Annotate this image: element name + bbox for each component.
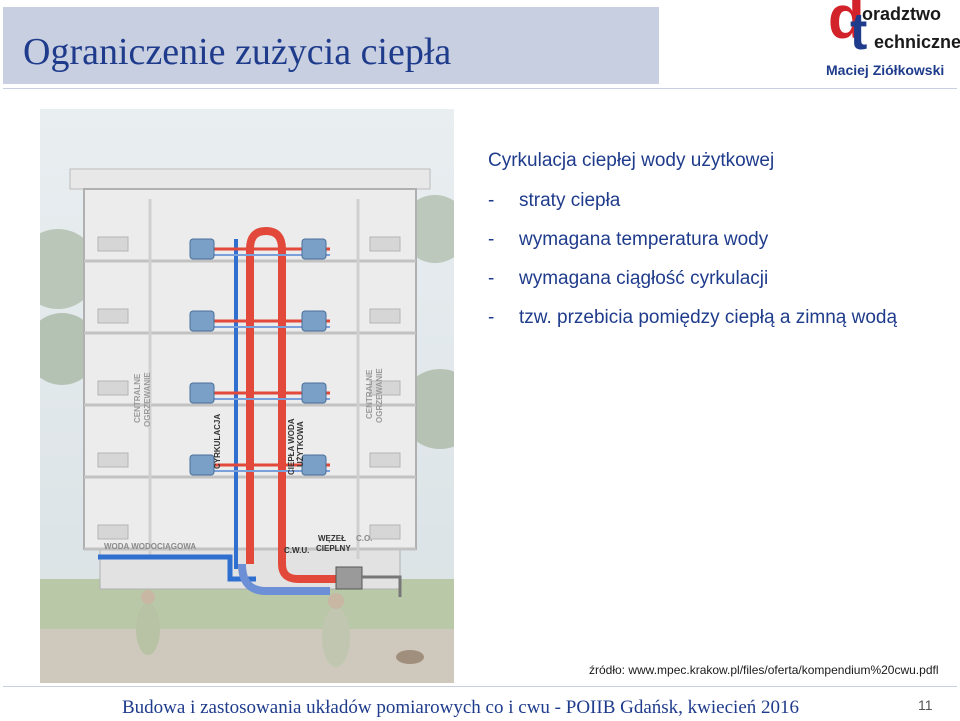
bullet-marker: - <box>488 268 495 289</box>
logo-letter-t: t <box>850 3 868 61</box>
bullet-item: - wymagana ciągłość cyrkulacji <box>488 268 908 290</box>
radiator <box>369 308 401 324</box>
dog <box>396 650 424 664</box>
hot-water-supply-bottom <box>278 563 340 583</box>
header-divider <box>3 88 957 89</box>
radiator <box>97 452 129 468</box>
bullet-item: - tzw. przebicia pomiędzy ciepłą a zimną… <box>488 307 908 329</box>
label-ogrzewanie: OGRZEWANIE <box>143 372 152 427</box>
logo-letter-d: d <box>828 0 865 51</box>
footer-divider <box>3 686 957 687</box>
label-centralne: CENTRALNE <box>365 369 374 419</box>
label-cyrkulacja: CYRKULACJA <box>213 414 222 469</box>
radiator <box>97 380 129 396</box>
water-meter <box>301 238 327 260</box>
content-heading: Cyrkulacja ciepłej wody użytkowej <box>488 150 775 171</box>
water-meter <box>189 310 215 332</box>
person <box>322 607 350 667</box>
water-meter <box>301 382 327 404</box>
water-meter <box>301 454 327 476</box>
logo-word-techniczne: echniczne <box>874 32 960 52</box>
radiator <box>97 524 129 540</box>
person <box>141 590 155 604</box>
hot-water-return <box>238 563 330 595</box>
radiator <box>97 236 129 252</box>
label-co: C.O. <box>356 534 372 543</box>
bullet-text: tzw. przebicia pomiędzy ciepłą a zimną w… <box>519 307 898 328</box>
person <box>328 593 344 609</box>
bullet-marker: - <box>488 190 495 211</box>
hot-water-loop <box>246 226 286 564</box>
water-meter <box>189 382 215 404</box>
logo: d t oradztwo echniczne <box>828 0 960 84</box>
radiator <box>369 524 401 540</box>
bullet-item: - wymagana temperatura wody <box>488 229 908 251</box>
author-name: Maciej Ziółkowski <box>826 62 945 78</box>
water-meter <box>189 238 215 260</box>
source-citation: źródło: www.mpec.krakow.pl/files/oferta/… <box>589 663 939 677</box>
radiator <box>369 380 401 396</box>
title-bar: Ograniczenie zużycia ciepła <box>3 7 659 84</box>
label-uzytkowa: UŻYTKOWA <box>296 421 305 467</box>
bullet-item: - straty ciepła <box>488 190 908 212</box>
label-ogrzewanie: OGRZEWANIE <box>375 368 384 423</box>
page-number: 11 <box>918 697 933 713</box>
slide-title: Ograniczenie zużycia ciepła <box>23 31 452 73</box>
label-wezel: WĘZEŁ <box>318 534 346 543</box>
roof <box>69 168 431 190</box>
sidewalk <box>40 629 454 683</box>
building-illustration: WODA WODOCIĄGOWA C.W.U. WĘZEŁ CIEPLNY C.… <box>40 109 454 683</box>
radiator <box>97 308 129 324</box>
heat-exchanger-unit <box>335 566 363 590</box>
label-woda-wodociagowa: WODA WODOCIĄGOWA <box>104 542 196 551</box>
logo-word-doradztwo: oradztwo <box>862 4 941 24</box>
radiator <box>369 452 401 468</box>
radiator <box>369 236 401 252</box>
label-cwu: C.W.U. <box>284 546 309 555</box>
person <box>136 603 160 655</box>
water-meter <box>301 310 327 332</box>
label-ciepla-woda: CIEPŁA WODA <box>287 418 296 475</box>
water-meter <box>189 454 215 476</box>
bullet-marker: - <box>488 229 495 250</box>
district-heating-pipe <box>362 575 402 597</box>
label-cieplny: CIEPLNY <box>316 544 351 553</box>
footer-text: Budowa i zastosowania układów pomiarowyc… <box>122 697 799 718</box>
label-centralne: CENTRALNE <box>133 373 142 423</box>
bullet-text: wymagana temperatura wody <box>519 229 769 250</box>
bullet-marker: - <box>488 307 495 328</box>
bullet-text: straty ciepła <box>519 190 621 211</box>
content-panel: Cyrkulacja ciepłej wody użytkowej - stra… <box>488 150 908 346</box>
bullet-text: wymagana ciągłość cyrkulacji <box>519 268 769 289</box>
